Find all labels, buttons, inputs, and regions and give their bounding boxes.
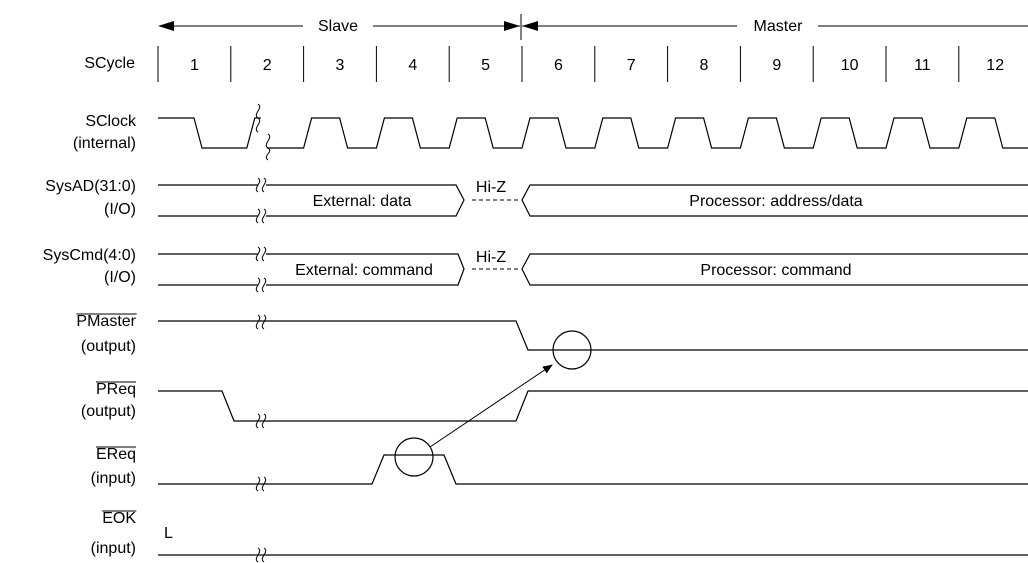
signal-label: PReq (output) bbox=[81, 381, 136, 420]
sclock-break-mark-a bbox=[255, 103, 261, 133]
syscmd-processor-text: Processor: command bbox=[700, 262, 851, 279]
signal-label: SysCmd(4:0) (I/O) bbox=[43, 247, 136, 286]
signal-direction: (I/O) bbox=[104, 201, 136, 218]
pmaster-waveform bbox=[158, 314, 1028, 370]
syscmd-hiz-text: Hi-Z bbox=[476, 249, 506, 266]
eok-break bbox=[255, 547, 267, 563]
signal-name: SysAD(31:0) bbox=[45, 178, 136, 195]
sysad-processor-segment bbox=[521, 184, 1028, 217]
phase-header: Slave Master bbox=[158, 14, 1028, 40]
cycle-number: 12 bbox=[986, 57, 1004, 74]
signal-labels: SClock(internal)SysAD(31:0)(I/O)SysCmd(4… bbox=[43, 113, 137, 557]
slave-label: Slave bbox=[318, 18, 358, 35]
sclock-trace bbox=[158, 117, 1028, 149]
cycle-dividers bbox=[157, 46, 960, 82]
sysad-hiz-text: Hi-Z bbox=[476, 179, 506, 196]
signal-label: EOK (input) bbox=[91, 510, 137, 557]
signal-label: SysAD(31:0) (I/O) bbox=[45, 178, 136, 218]
sysad-external-segment bbox=[266, 184, 465, 217]
cycle-number: 8 bbox=[700, 57, 709, 74]
syscmd-processor-segment bbox=[521, 253, 1028, 286]
syscmd-break-bottom bbox=[255, 277, 267, 293]
signal-label: PMaster (output) bbox=[76, 313, 137, 355]
cycle-number: 10 bbox=[841, 57, 859, 74]
signal-name: PMaster bbox=[76, 313, 136, 330]
ereq-trace bbox=[158, 454, 1028, 485]
cycle-number: 5 bbox=[481, 57, 490, 74]
master-label: Master bbox=[754, 18, 804, 35]
cycle-number: 7 bbox=[627, 57, 636, 74]
signal-name: SysCmd(4:0) bbox=[43, 247, 136, 264]
signal-direction: (input) bbox=[91, 540, 136, 557]
pmaster-break bbox=[255, 314, 267, 330]
pmaster-trace bbox=[158, 320, 1028, 351]
ereq-waveform bbox=[158, 437, 1028, 492]
syscmd-break-top bbox=[255, 246, 267, 262]
signal-direction: (internal) bbox=[73, 135, 136, 152]
signal-label: SClock (internal) bbox=[73, 113, 137, 152]
signal-direction: (output) bbox=[81, 338, 136, 355]
eok-level-text: L bbox=[164, 525, 173, 542]
sysad-break-top bbox=[255, 177, 267, 193]
slave-left-arrowhead bbox=[158, 21, 174, 31]
scycle-label: SCycle bbox=[84, 55, 135, 72]
sysad-break-bottom bbox=[255, 208, 267, 224]
eok-waveform: L bbox=[158, 525, 1028, 563]
cycle-number: 3 bbox=[336, 57, 345, 74]
sysad-processor-text: Processor: address/data bbox=[689, 193, 863, 210]
signal-label: EReq (input) bbox=[91, 446, 136, 487]
cycle-number: 11 bbox=[914, 57, 931, 74]
causality-arrow bbox=[429, 364, 553, 448]
cycle-number: 9 bbox=[772, 57, 781, 74]
cycle-number: 2 bbox=[263, 57, 272, 74]
preq-break bbox=[255, 413, 267, 429]
preq-waveform bbox=[158, 390, 1028, 429]
signal-name: EReq bbox=[96, 446, 136, 463]
signal-direction: (input) bbox=[91, 470, 136, 487]
cycle-number: 6 bbox=[554, 57, 563, 74]
cycle-number: 4 bbox=[408, 57, 417, 74]
sysad-external-text: External: data bbox=[313, 193, 412, 210]
signal-name: PReq bbox=[96, 381, 136, 398]
slave-right-arrowhead bbox=[504, 21, 520, 31]
syscmd-external-text: External: command bbox=[295, 262, 433, 279]
cycle-number: 1 bbox=[190, 57, 199, 74]
sclock-break-mark-b bbox=[265, 133, 271, 161]
ereq-break bbox=[255, 476, 267, 492]
sclock-waveform bbox=[158, 103, 1028, 161]
syscmd-bus: External: command Hi-Z Processor: comman… bbox=[158, 246, 1028, 293]
signal-name: EOK bbox=[102, 510, 136, 527]
preq-trace bbox=[158, 390, 1028, 422]
signal-direction: (I/O) bbox=[104, 269, 136, 286]
sysad-bus: External: data Hi-Z Processor: address/d… bbox=[158, 177, 1028, 224]
syscmd-external-segment bbox=[266, 253, 465, 286]
signal-direction: (output) bbox=[81, 403, 136, 420]
ereq-event-circle bbox=[394, 437, 434, 477]
signal-name: SClock bbox=[85, 113, 137, 130]
